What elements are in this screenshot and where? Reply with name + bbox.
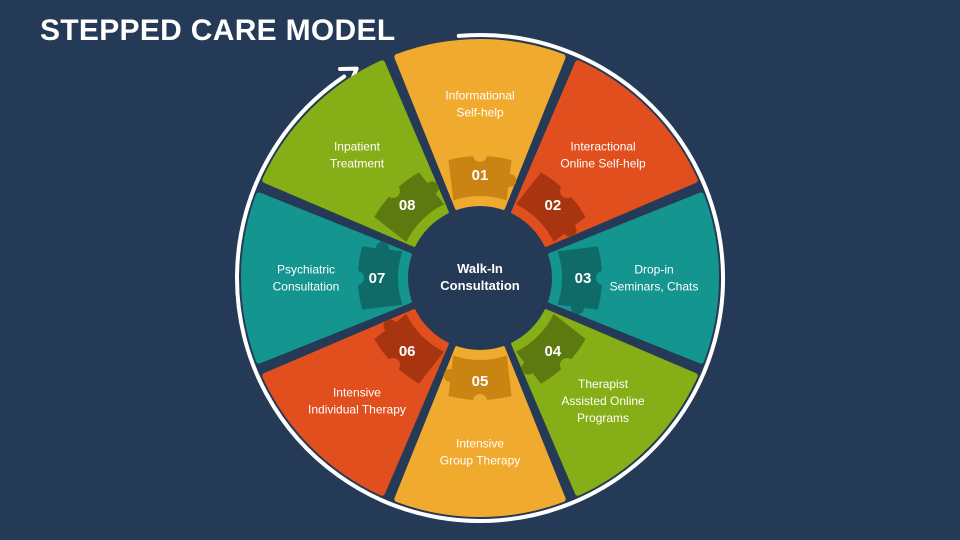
puzzle-notch	[473, 148, 487, 162]
step-puzzle-tab	[557, 246, 602, 310]
puzzle-knob	[425, 181, 439, 195]
puzzle-notch	[350, 271, 364, 285]
puzzle-knob	[443, 369, 457, 383]
step-puzzle-tab	[448, 355, 512, 400]
puzzle-knob	[375, 241, 389, 255]
step-puzzle-tab	[448, 155, 512, 201]
step-puzzle-tab	[358, 246, 403, 310]
step-number: 08	[399, 197, 416, 214]
center-circle	[408, 206, 552, 350]
step-number: 07	[369, 270, 386, 287]
step-wedge	[394, 345, 566, 517]
step-number: 06	[399, 343, 416, 360]
step-number: 05	[472, 373, 489, 390]
step-number: 03	[575, 270, 592, 287]
step-wedge	[241, 192, 413, 364]
ring-arc	[235, 33, 725, 523]
puzzle-notch	[596, 271, 610, 285]
puzzle-notch	[559, 184, 574, 199]
puzzle-knob	[503, 173, 517, 187]
step-number: 01	[472, 167, 489, 184]
step-wedge	[394, 39, 566, 211]
puzzle-notch	[559, 357, 574, 372]
puzzle-notch	[473, 394, 487, 408]
step-number: 02	[544, 197, 561, 214]
puzzle-knob	[571, 301, 585, 315]
puzzle-notch	[386, 357, 401, 372]
page-title: STEPPED CARE MODEL	[40, 14, 396, 47]
puzzle-knob	[563, 223, 577, 237]
puzzle-knob	[521, 361, 535, 375]
puzzle-notch	[386, 184, 401, 199]
step-wedge	[547, 192, 719, 364]
step-number: 04	[544, 343, 561, 360]
puzzle-knob	[383, 319, 397, 333]
